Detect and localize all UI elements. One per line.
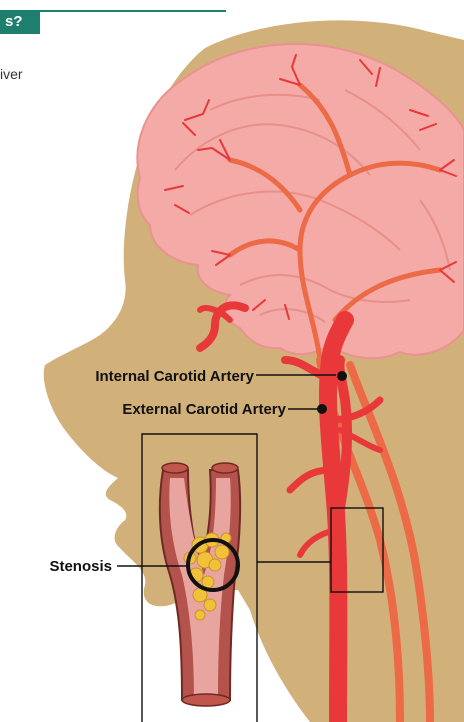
external-carotid-label: External Carotid Artery <box>122 401 286 418</box>
stenosis-label: Stenosis <box>49 558 112 575</box>
external-carotid-pointer <box>317 404 327 414</box>
internal-carotid-pointer <box>337 371 347 381</box>
internal-carotid-label: Internal Carotid Artery <box>95 368 254 385</box>
